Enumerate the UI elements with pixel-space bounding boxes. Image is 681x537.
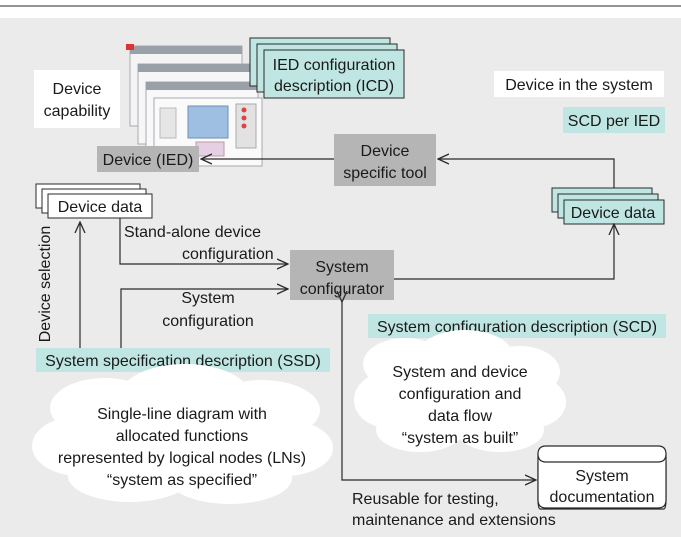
arrow-standalone-config xyxy=(119,218,288,264)
device-capability-box xyxy=(34,70,120,128)
icd-document-stack xyxy=(249,37,405,99)
device-selection-label: Device selection xyxy=(37,226,54,343)
system-config-line2: configuration xyxy=(162,313,254,330)
device-capability-line1: Device xyxy=(53,81,102,98)
device-ied-box xyxy=(97,146,199,172)
system-configurator-line2: configurator xyxy=(300,281,385,298)
scd-per-ied-label: SCD per IED xyxy=(568,113,660,130)
as-built-line4: “system as built” xyxy=(402,430,518,447)
arrow-devicedata-to-tool xyxy=(438,159,615,196)
reusable-line2: maintenance and extensions xyxy=(352,512,556,529)
device-data-left-label: Device data xyxy=(58,199,143,216)
as-specified-line3: represented by logical nodes (LNs) xyxy=(58,450,306,467)
cloud-as-specified xyxy=(32,364,333,504)
arrow-configurator-to-devicedata xyxy=(394,224,614,280)
device-specific-tool-line1: Device xyxy=(361,143,410,160)
as-specified-line4: “system as specified” xyxy=(107,472,257,489)
icd-label-line1: IED configuration xyxy=(273,57,396,74)
standalone-config-line2: configuration xyxy=(182,246,274,263)
as-built-line2: configuration and xyxy=(399,386,522,403)
as-specified-line1: Single-line diagram with xyxy=(97,406,267,423)
device-data-left-stack xyxy=(35,183,153,219)
scd-label: System configuration description (SCD) xyxy=(377,319,657,336)
device-specific-tool-box xyxy=(334,134,436,186)
icd-label-line2: description (ICD) xyxy=(274,78,394,95)
arrow-configurator-documentation xyxy=(342,302,536,480)
arrow-system-config xyxy=(120,289,288,350)
device-ied-label: Device (IED) xyxy=(103,152,194,169)
system-config-line1: System xyxy=(181,290,234,307)
as-built-line3: data flow xyxy=(428,408,492,425)
device-specific-tool-line2: specific tool xyxy=(343,165,427,182)
system-documentation-line1: System xyxy=(575,468,628,485)
device-in-system-box xyxy=(494,71,664,97)
device-capability-line2: capability xyxy=(44,103,111,120)
system-documentation-cylinder xyxy=(537,445,667,510)
system-documentation-line2: documentation xyxy=(550,489,655,506)
device-data-right-label: Device data xyxy=(571,205,656,222)
as-specified-line2: allocated functions xyxy=(116,428,249,445)
as-built-line1: System and device xyxy=(392,364,527,381)
device-data-right-stack xyxy=(551,187,665,225)
system-configurator-line1: System xyxy=(315,259,368,276)
ssd-label: System specification description (SSD) xyxy=(45,353,321,370)
device-in-system-label: Device in the system xyxy=(505,77,653,94)
standalone-config-line1: Stand-alone device xyxy=(124,224,261,241)
scd-per-ied-box xyxy=(563,107,665,133)
reusable-line1: Reusable for testing, xyxy=(352,491,499,508)
